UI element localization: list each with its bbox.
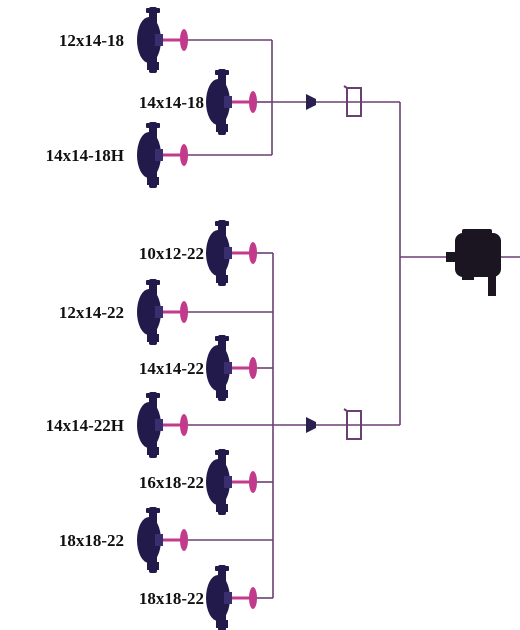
pump-volute-icon <box>137 517 161 563</box>
pump-volute-icon <box>137 402 161 448</box>
centrifugal-pump-icon <box>137 279 188 345</box>
pump-shaft-icon <box>163 153 183 157</box>
pump-foot-icon <box>216 620 228 628</box>
pump-hub-icon <box>224 247 232 259</box>
pump-top-flange-icon <box>146 280 160 285</box>
centrifugal-pump-icon <box>137 122 188 188</box>
pump-volute-icon <box>137 289 161 335</box>
pump-bearing-icon <box>249 471 257 493</box>
pump-shaft-icon <box>163 310 183 314</box>
centrifugal-pump-icon <box>206 449 257 515</box>
pump-label: 14x14-22H <box>46 416 124 435</box>
centrifugal-pump-icon <box>206 220 257 286</box>
pump-volute-icon <box>206 575 230 621</box>
pump-bearing-icon <box>180 301 188 323</box>
pump-label: 14x14-22 <box>139 359 204 378</box>
pump-shaft-icon <box>232 100 252 104</box>
pump-labels: 12x14-18 14x14-18 14x14-18H 10x12-22 12x14-2… <box>46 31 204 608</box>
pump-top-flange-icon <box>215 221 229 226</box>
pump-bearing-icon <box>180 414 188 436</box>
pump-label: 12x14-18 <box>59 31 124 50</box>
pump-foot-icon <box>216 504 228 512</box>
pump-volute-icon <box>206 459 230 505</box>
pump-volute-icon <box>206 230 230 276</box>
coupling-tab <box>343 85 348 89</box>
pump-bearing-icon <box>249 242 257 264</box>
pump-units <box>137 7 257 630</box>
pump-foot-icon <box>216 275 228 283</box>
pump-foot-icon <box>147 62 159 70</box>
pump-hub-icon <box>224 476 232 488</box>
pump-label: 14x14-18H <box>46 146 124 165</box>
motor-base-icon <box>462 274 474 280</box>
pump-top-flange-icon <box>146 8 160 13</box>
pump-volute-icon <box>137 132 161 178</box>
pump-label: 14x14-18 <box>139 93 204 112</box>
pump-label: 18x18-22 <box>139 589 204 608</box>
pump-top-flange-icon <box>215 450 229 455</box>
motor-foot-icon <box>488 276 496 296</box>
pump-label: 16x18-22 <box>139 473 204 492</box>
motor-shaft-icon <box>446 252 456 262</box>
pump-top-flange-icon <box>146 393 160 398</box>
pump-foot-icon <box>147 177 159 185</box>
pump-top-flange-icon <box>215 70 229 75</box>
pump-volute-icon <box>206 345 230 391</box>
centrifugal-pump-icon <box>206 335 257 401</box>
motor-body-icon <box>455 233 501 277</box>
pump-bearing-icon <box>180 529 188 551</box>
pump-hub-icon <box>155 306 163 318</box>
pump-hub-icon <box>224 96 232 108</box>
fittings <box>306 85 362 440</box>
pump-shaft-icon <box>232 480 252 484</box>
pump-shaft-icon <box>163 38 183 42</box>
pump-shaft-icon <box>163 423 183 427</box>
motor-icon <box>446 229 501 296</box>
pump-top-flange-icon <box>215 336 229 341</box>
pump-volute-icon <box>137 17 161 63</box>
pump-foot-icon <box>147 562 159 570</box>
pump-label: 12x14-22 <box>59 303 124 322</box>
centrifugal-pump-icon <box>206 565 257 630</box>
centrifugal-pump-icon <box>137 7 188 73</box>
pump-hub-icon <box>224 362 232 374</box>
pump-foot-icon <box>147 447 159 455</box>
coupling-tab <box>343 408 348 412</box>
pump-foot-icon <box>216 390 228 398</box>
motor-unit <box>446 229 501 296</box>
pump-bearing-icon <box>249 587 257 609</box>
pump-bearing-icon <box>249 91 257 113</box>
pump-foot-icon <box>147 334 159 342</box>
pump-hub-icon <box>224 592 232 604</box>
coupling-icon <box>346 410 362 440</box>
pump-top-flange-icon <box>146 508 160 513</box>
centrifugal-pump-icon <box>137 507 188 573</box>
pump-hub-icon <box>155 419 163 431</box>
pump-shaft-icon <box>163 538 183 542</box>
pump-shaft-icon <box>232 366 252 370</box>
pump-label: 10x12-22 <box>139 244 204 263</box>
pump-shaft-icon <box>232 596 252 600</box>
pump-foot-icon <box>216 124 228 132</box>
pipe-network <box>188 39 520 599</box>
pump-bearing-icon <box>249 357 257 379</box>
pump-top-flange-icon <box>215 566 229 571</box>
pump-top-flange-icon <box>146 123 160 128</box>
centrifugal-pump-icon <box>206 69 257 135</box>
pump-label: 18x18-22 <box>59 531 124 550</box>
pump-hub-icon <box>155 534 163 546</box>
pump-hub-icon <box>155 149 163 161</box>
pump-bearing-icon <box>180 29 188 51</box>
centrifugal-pump-icon <box>137 392 188 458</box>
valve-icon <box>306 94 316 110</box>
valve-icon <box>306 417 316 433</box>
pump-hub-icon <box>155 34 163 46</box>
motor-top-icon <box>462 229 492 237</box>
pump-bearing-icon <box>180 144 188 166</box>
pump-volute-icon <box>206 79 230 125</box>
pump-shaft-icon <box>232 251 252 255</box>
coupling-icon <box>346 87 362 117</box>
